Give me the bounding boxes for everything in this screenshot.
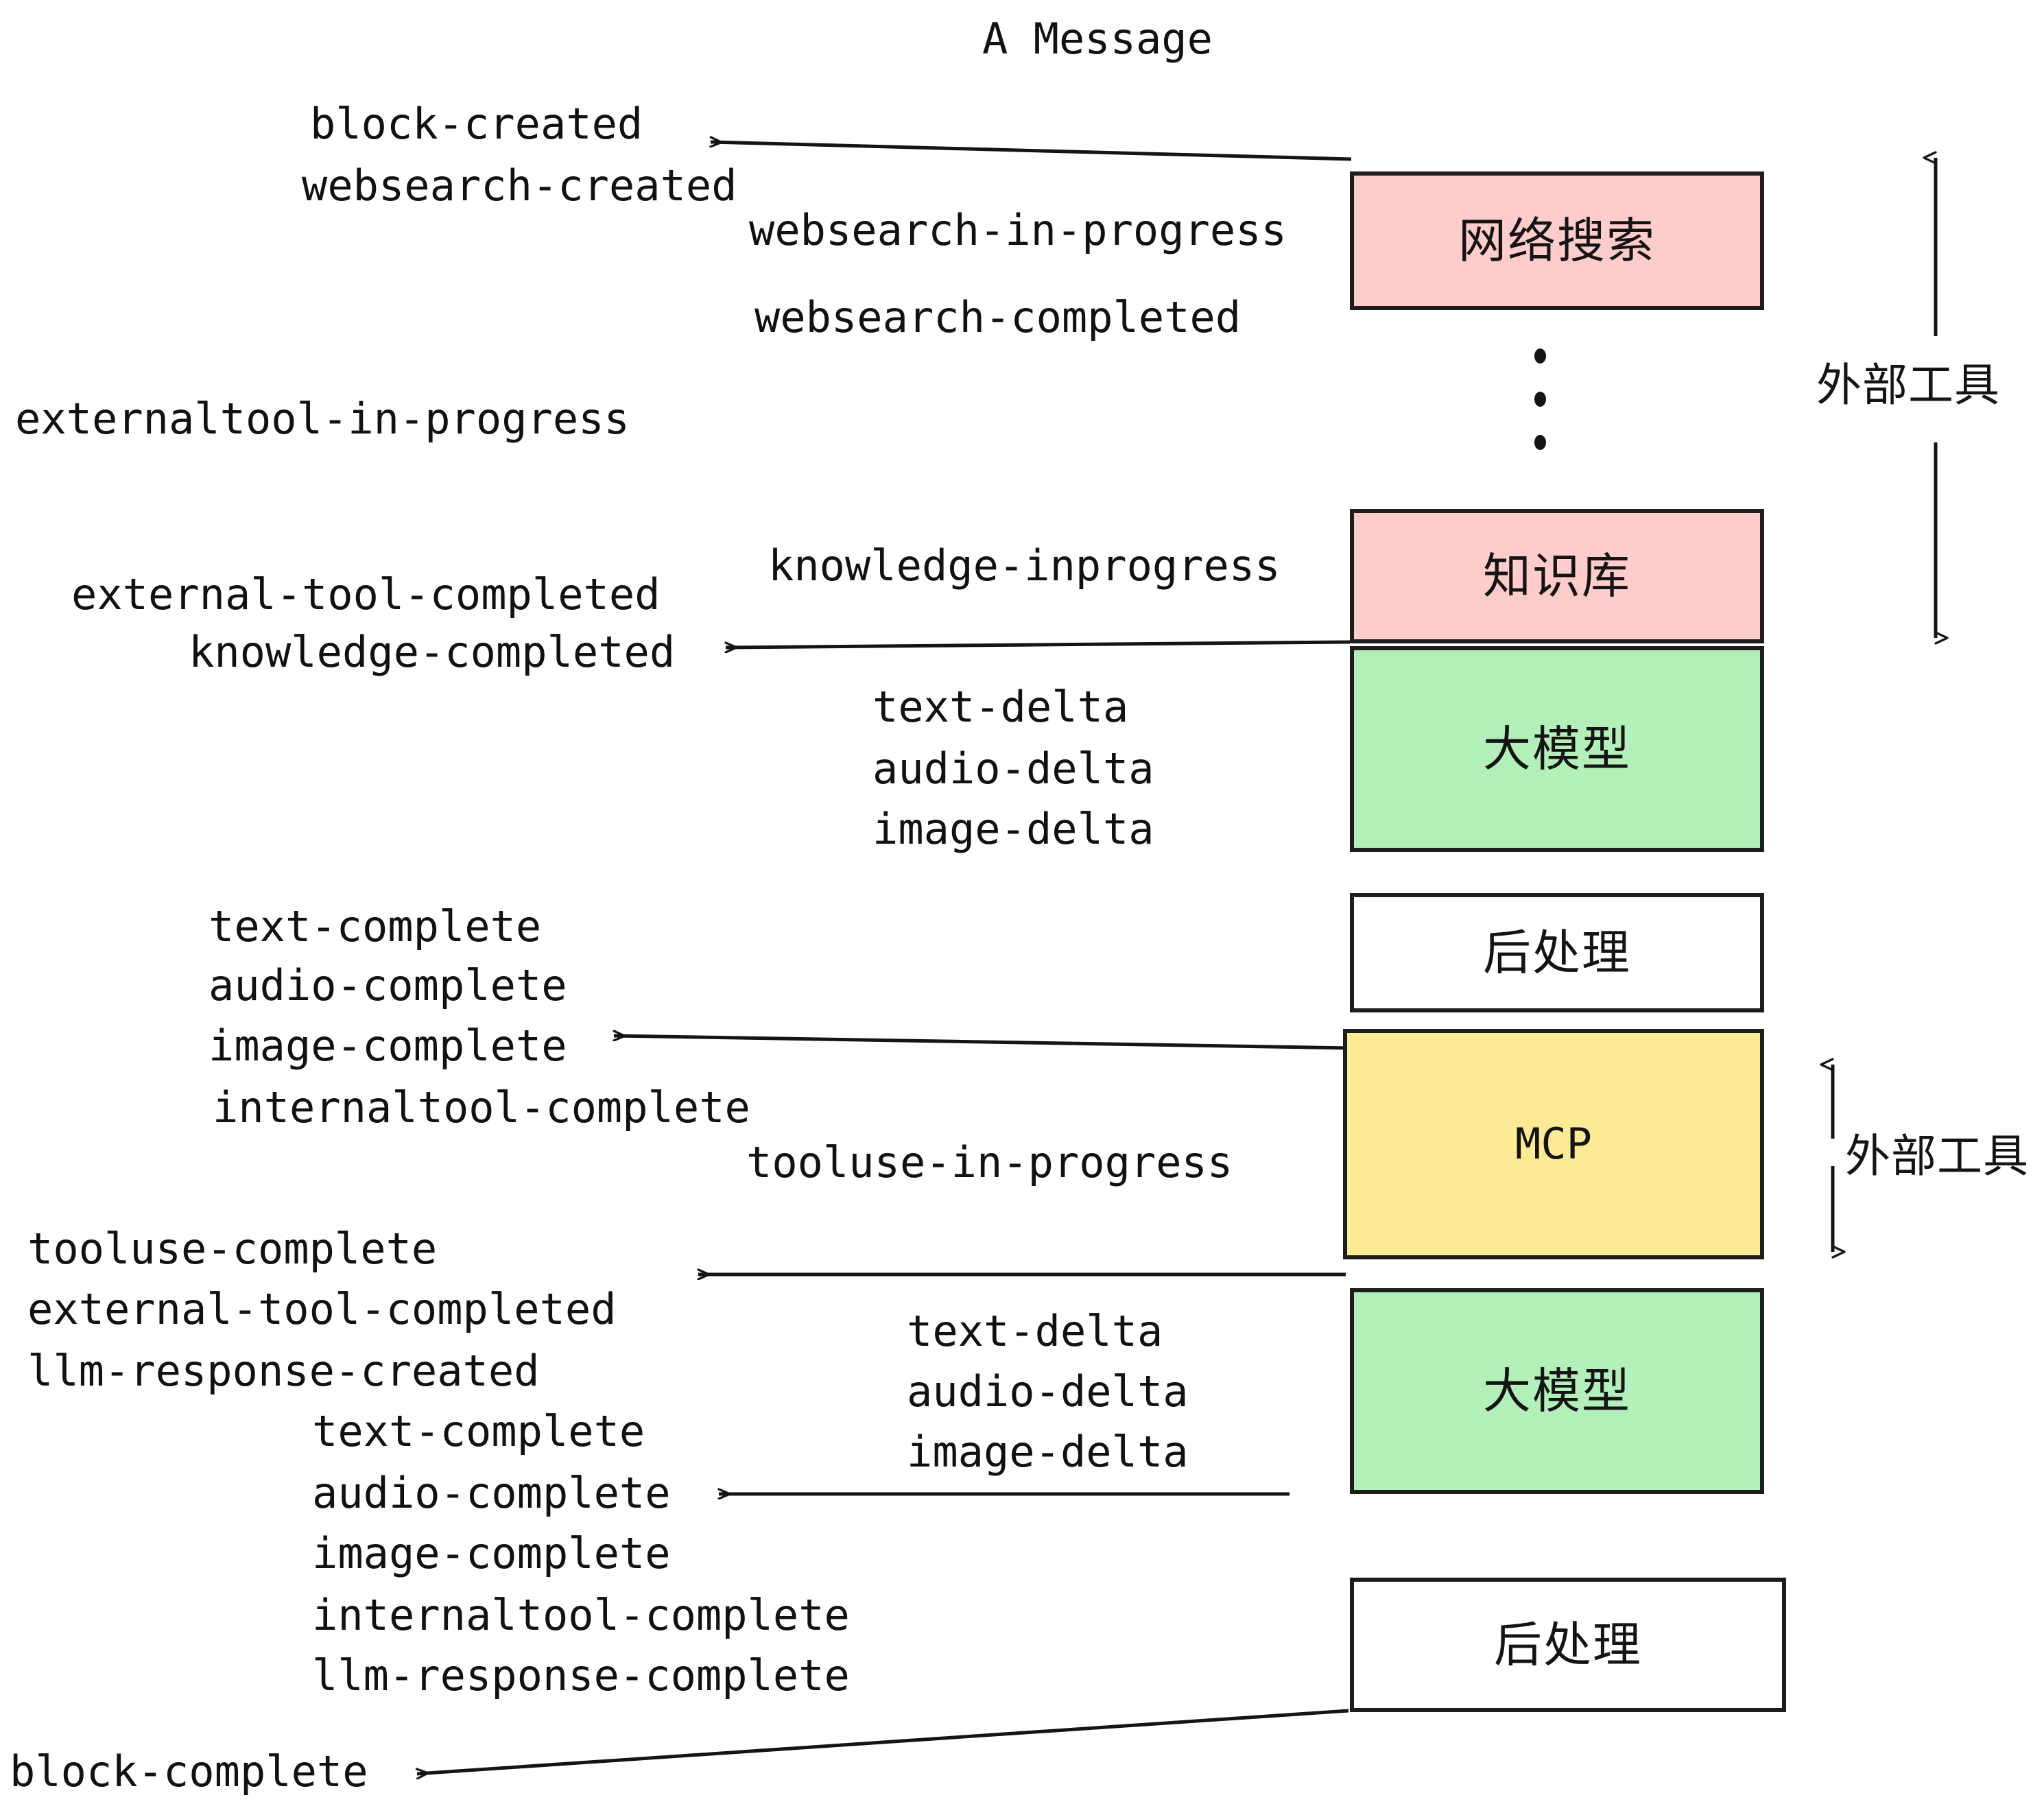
node-llm-bottom-label: 大模型 xyxy=(1483,1363,1631,1419)
node-postprocess-top[interactable]: 后处理 xyxy=(1350,893,1764,1012)
arrow-postprocess-to-imagecomplete xyxy=(614,1036,1352,1050)
side-label-external-tools-bottom: 外部工具 xyxy=(1845,1130,2029,1183)
event-label-external-tool-completed-1: external-tool-completed xyxy=(71,569,661,619)
event-label-block-created: block-created xyxy=(310,99,643,149)
event-label-text-delta-2: text-delta xyxy=(907,1306,1163,1356)
event-label-websearch-completed: websearch-completed xyxy=(754,292,1241,342)
event-label-tooluse-complete: tooluse-complete xyxy=(27,1224,438,1274)
node-knowledge-label: 知识库 xyxy=(1483,548,1631,604)
event-label-websearch-created: websearch-created xyxy=(302,161,737,211)
event-label-externaltool-in-progress: externaltool-in-progress xyxy=(15,394,630,444)
event-label-text-complete-1: text-complete xyxy=(209,901,542,951)
event-label-image-delta-2: image-delta xyxy=(907,1427,1189,1477)
node-websearch[interactable]: 网络搜索 xyxy=(1350,171,1764,310)
node-postprocess-top-label: 后处理 xyxy=(1483,925,1631,981)
node-llm-bottom[interactable]: 大模型 xyxy=(1350,1288,1764,1494)
node-mcp-label: MCP xyxy=(1515,1119,1592,1169)
event-label-knowledge-completed: knowledge-completed xyxy=(189,627,676,677)
side-label-external-tools-top: 外部工具 xyxy=(1816,359,2000,412)
event-label-internaltool-complete-1: internaltool-complete xyxy=(213,1082,750,1132)
event-label-tooluse-in-progress: tooluse-in-progress xyxy=(746,1137,1233,1187)
node-mcp[interactable]: MCP xyxy=(1343,1029,1764,1259)
event-label-audio-complete-1: audio-complete xyxy=(209,960,567,1010)
node-postprocess-bottom-label: 后处理 xyxy=(1494,1617,1642,1673)
event-label-block-complete: block-complete xyxy=(10,1746,368,1796)
event-label-text-complete-2: text-complete xyxy=(312,1406,645,1456)
event-label-knowledge-inprogress: knowledge-inprogress xyxy=(768,541,1281,591)
event-label-websearch-in-progress: websearch-in-progress xyxy=(749,205,1287,255)
event-label-audio-delta-2: audio-delta xyxy=(907,1366,1189,1416)
event-label-llm-response-complete: llm-response-complete xyxy=(312,1650,850,1700)
event-label-text-delta-1: text-delta xyxy=(872,682,1129,732)
vertical-ellipsis-icon xyxy=(1533,348,1547,450)
event-label-audio-complete-2: audio-complete xyxy=(312,1468,671,1518)
event-label-audio-delta-1: audio-delta xyxy=(872,744,1154,794)
page-title: A Message xyxy=(982,14,1213,64)
arrow-websearch-to-blockcreated xyxy=(711,142,1352,161)
event-label-image-delta-1: image-delta xyxy=(872,804,1154,854)
node-websearch-label: 网络搜索 xyxy=(1458,213,1656,269)
arrow-postprocess-to-blockcomplete xyxy=(417,1709,1349,1774)
event-label-image-complete-2: image-complete xyxy=(312,1528,671,1578)
node-postprocess-bottom[interactable]: 后处理 xyxy=(1350,1578,1786,1712)
event-label-internaltool-complete-2: internaltool-complete xyxy=(312,1590,850,1640)
node-knowledge[interactable]: 知识库 xyxy=(1350,509,1764,643)
arrow-knowledge-to-completed xyxy=(726,640,1351,648)
event-label-image-complete-1: image-complete xyxy=(209,1021,567,1071)
event-label-external-tool-completed-2: external-tool-completed xyxy=(27,1284,617,1334)
node-llm-top-label: 大模型 xyxy=(1483,721,1631,777)
node-llm-top[interactable]: 大模型 xyxy=(1350,646,1764,852)
event-label-llm-response-created: llm-response-created xyxy=(27,1346,540,1396)
